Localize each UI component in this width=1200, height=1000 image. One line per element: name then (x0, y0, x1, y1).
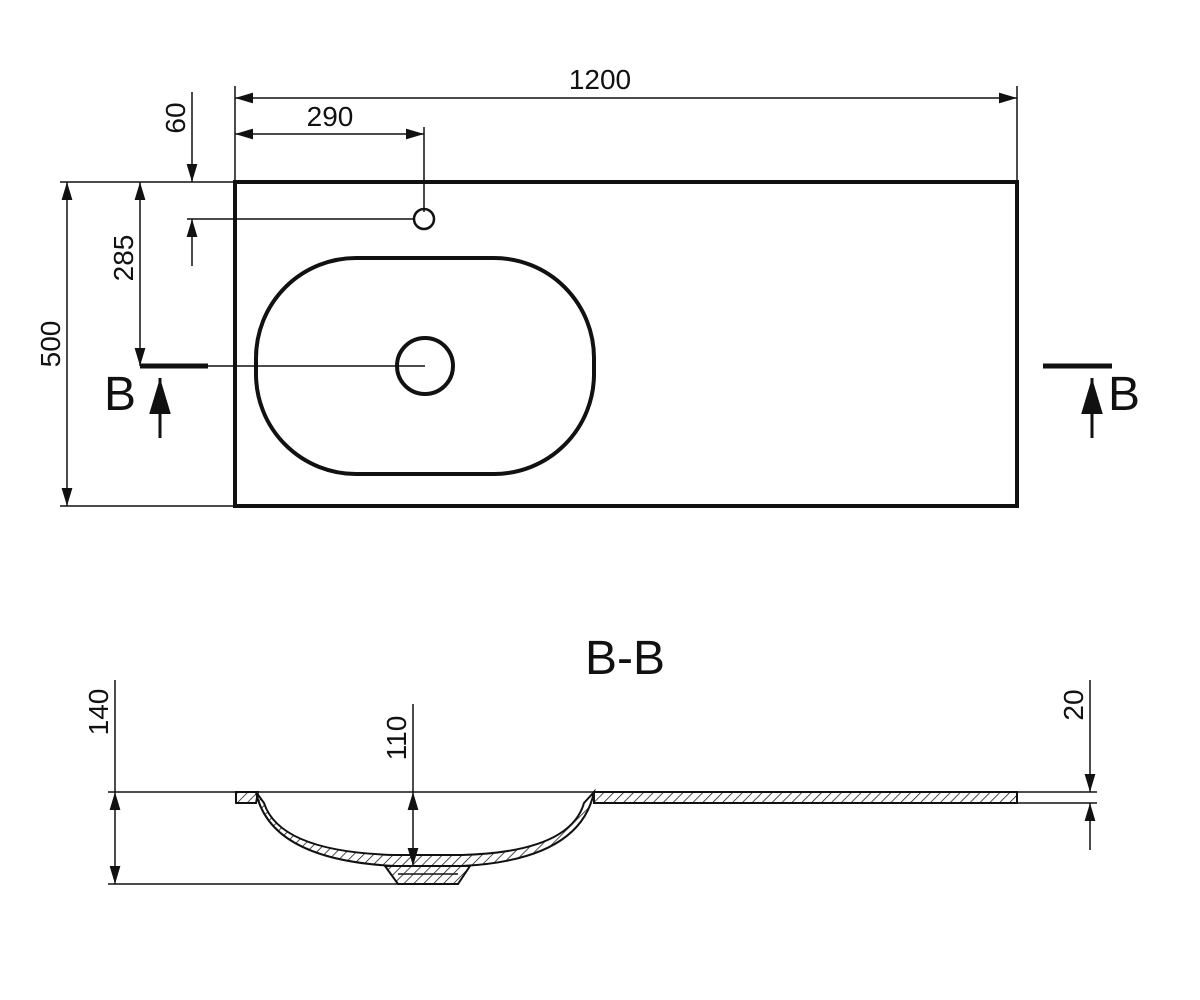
countertop-outline (233, 180, 1019, 508)
dimension-drain-y: 285 (108, 182, 146, 366)
dim-total-height-label: 140 (83, 689, 114, 736)
dim-depth-label: 500 (35, 321, 66, 368)
section-basin-shell (255, 788, 596, 867)
dimension-basin-depth: 110 (381, 704, 419, 866)
section-view: B-B 140 110 20 (83, 632, 1097, 885)
dim-width-label: 1200 (569, 64, 631, 95)
section-drain-outlet (383, 865, 472, 885)
dimension-tap-x: 290 (235, 101, 425, 212)
section-slab (593, 791, 1018, 804)
section-mark-left: B (104, 363, 208, 438)
section-mark-right-label: B (1108, 368, 1140, 421)
dimension-top-thickness: 20 (1058, 680, 1096, 850)
dimension-tap-y: 60 (60, 92, 414, 266)
section-mark-right: B (1043, 363, 1140, 438)
section-left-lip (235, 791, 260, 804)
dim-tap-y-label: 60 (160, 102, 191, 133)
dim-basin-depth-label: 110 (381, 716, 412, 761)
dimension-depth: 500 (35, 182, 235, 507)
dimension-total-height: 140 (83, 680, 121, 884)
dim-drain-y-label: 285 (108, 235, 139, 282)
dim-tap-x-label: 290 (307, 101, 354, 132)
section-mark-left-label: B (104, 368, 136, 421)
plan-view: 1200 290 60 285 500 (35, 64, 1140, 508)
section-title: B-B (585, 632, 665, 685)
dim-top-thickness-label: 20 (1058, 689, 1089, 720)
